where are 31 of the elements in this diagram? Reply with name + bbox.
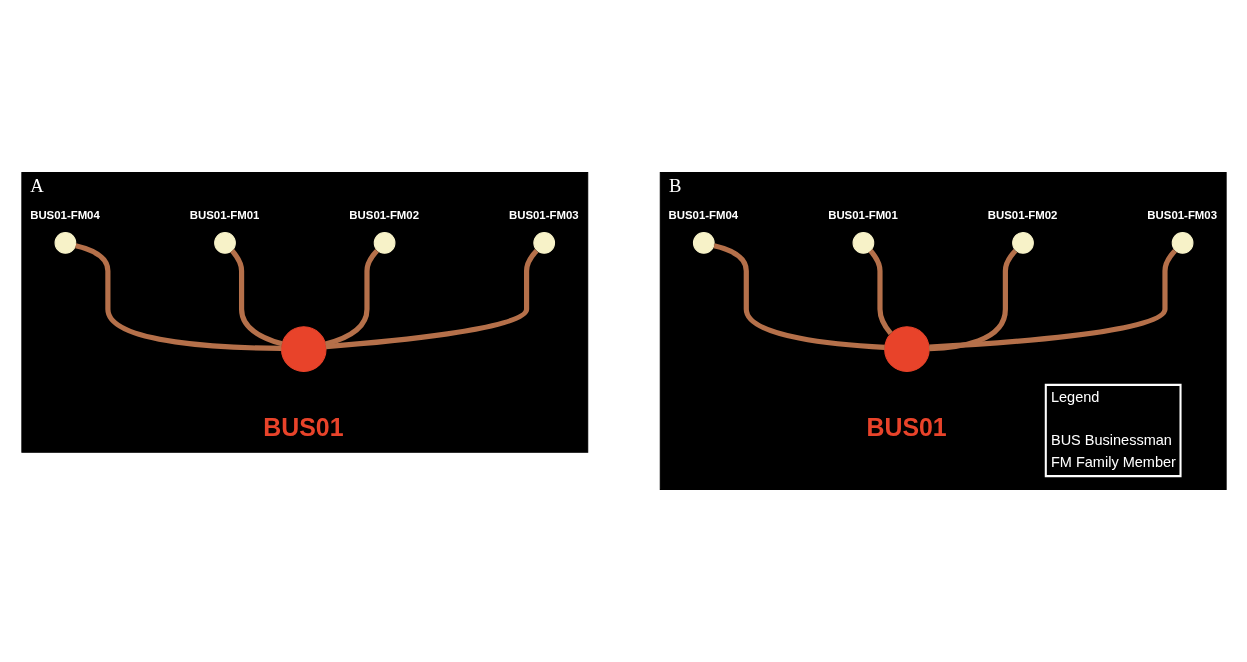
node-circle xyxy=(54,232,76,254)
label: Legend xyxy=(1050,388,1099,405)
node-label: BUS01-FM02 xyxy=(348,208,419,221)
node-label: BUS01 xyxy=(866,412,947,441)
node-circle xyxy=(373,232,395,254)
node-label: BUS01-FM02 xyxy=(987,208,1057,221)
connector xyxy=(928,249,1177,350)
connector xyxy=(74,243,281,351)
node-label: BUS01-FM01 xyxy=(827,208,898,221)
node-label: BUS01-FM01 xyxy=(189,208,259,221)
node-circle xyxy=(852,232,874,254)
node-circle xyxy=(1171,232,1193,254)
node-circle xyxy=(532,232,555,254)
node-circle xyxy=(1011,232,1034,254)
legend-label: FM Family Member xyxy=(1050,453,1176,470)
node-label: BUS01-FM03 xyxy=(1146,208,1217,221)
connector xyxy=(712,243,885,350)
node-label: BUS01 xyxy=(262,412,343,441)
connector xyxy=(324,249,379,347)
node-label: BUS01-FM04 xyxy=(668,208,738,221)
connector xyxy=(229,249,283,347)
node-circle xyxy=(213,232,236,254)
node-circle xyxy=(280,326,327,372)
connector xyxy=(325,249,539,350)
node-circle xyxy=(883,326,930,372)
node-label: BUS01-FM04 xyxy=(29,208,100,221)
connector xyxy=(928,249,1017,352)
legend-label: BUS Businessman xyxy=(1050,432,1172,449)
node-circle xyxy=(692,232,715,254)
connector xyxy=(868,249,893,336)
node-label: BUS01-FM03 xyxy=(508,208,579,221)
